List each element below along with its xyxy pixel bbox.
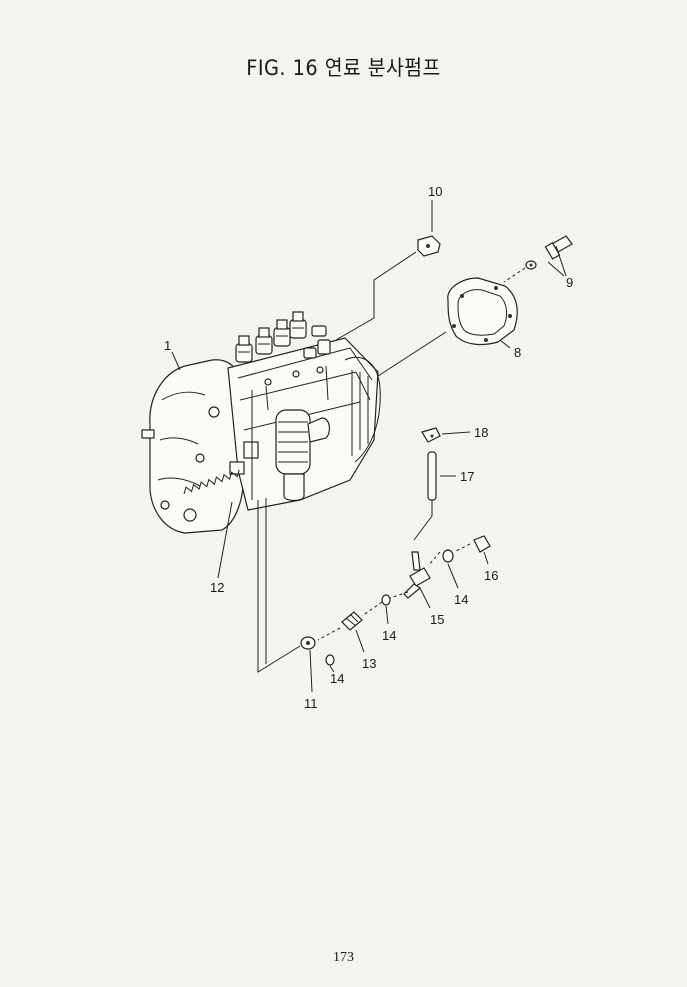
callout-17: 17 (460, 469, 474, 484)
callout-18: 18 (474, 425, 488, 440)
callout-labels: 10 9 8 1 18 17 12 16 14 15 14 13 14 11 (164, 184, 573, 711)
gasket-drawing (447, 277, 518, 346)
callout-8: 8 (514, 345, 521, 360)
bracket-drawing (417, 235, 441, 257)
washers-and-plug-drawing (325, 535, 491, 666)
bolt-and-washer-drawing (525, 235, 573, 270)
governor-spring-drawing (183, 469, 240, 495)
callout-16: 16 (484, 568, 498, 583)
fuel-injection-pump-drawing (141, 311, 381, 534)
callout-1: 1 (164, 338, 171, 353)
callout-10: 10 (428, 184, 442, 199)
callout-15: 15 (430, 612, 444, 627)
callout-9: 9 (566, 275, 573, 290)
callout-14-lower: 14 (330, 671, 344, 686)
callout-12: 12 (210, 580, 224, 595)
callout-11: 11 (304, 696, 318, 711)
page-number: 173 (333, 950, 354, 965)
callout-14-middle: 14 (382, 628, 396, 643)
fitting-drawing (341, 611, 363, 631)
eye-bolt-drawing (300, 636, 316, 650)
figure-title: FIG. 16 연료 분사펌프 (246, 56, 441, 80)
leader-lines (171, 200, 567, 693)
banjo-fitting-drawing (403, 551, 431, 599)
clip-drawing (421, 427, 441, 443)
callout-14-upper: 14 (454, 592, 468, 607)
callout-13: 13 (362, 656, 376, 671)
pipe-drawing (427, 451, 437, 501)
